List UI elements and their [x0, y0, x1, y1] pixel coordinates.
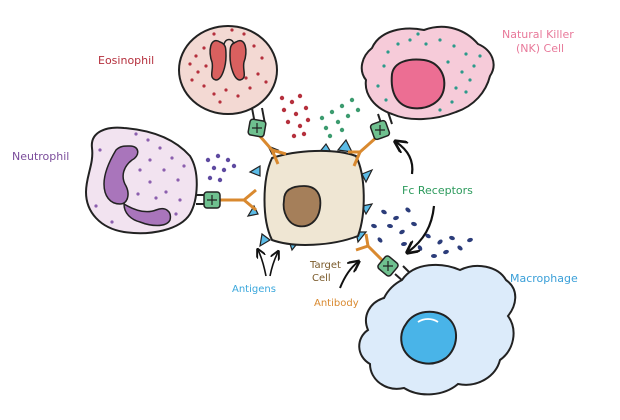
label-target-line2: Cell	[312, 273, 331, 284]
neutrophil-granule-release	[205, 153, 237, 183]
macrophage-granule-release	[371, 207, 473, 258]
label-neutrophil: Neutrophil	[12, 150, 69, 163]
label-fc-receptors: Fc Receptors	[402, 184, 473, 197]
macrophage-cell	[358, 263, 517, 396]
eosinophil-granule-release	[279, 93, 311, 139]
label-antigens: Antigens	[232, 284, 276, 295]
label-target-line1: Target	[309, 260, 341, 271]
label-nk-line1: Natural Killer	[502, 28, 574, 41]
arrow-antibody	[339, 262, 358, 289]
label-nk-line2: (NK) Cell	[516, 42, 564, 55]
fc-receptor-nk	[369, 119, 391, 141]
fc-receptor-eosinophil	[247, 118, 267, 138]
nk-cell	[360, 25, 495, 121]
nk-granule-release	[319, 97, 361, 139]
label-eosinophil: Eosinophil	[98, 54, 154, 67]
eosinophil-cell	[178, 25, 278, 115]
fc-receptor-macrophage	[377, 255, 399, 277]
target-cell	[246, 138, 374, 252]
arrow-antigens-left	[258, 250, 267, 277]
antibody-neutrophil	[218, 188, 257, 212]
arrow-antigens-right	[269, 252, 278, 277]
label-antibody: Antibody	[314, 298, 359, 309]
arrow-fc-to-nk	[396, 142, 414, 175]
fc-receptor-neutrophil	[203, 191, 221, 209]
label-macrophage: Macrophage	[510, 272, 578, 285]
antibody-macrophage	[355, 233, 386, 264]
neutrophil-cell	[84, 126, 198, 235]
arrow-fc-to-macrophage	[408, 205, 436, 252]
